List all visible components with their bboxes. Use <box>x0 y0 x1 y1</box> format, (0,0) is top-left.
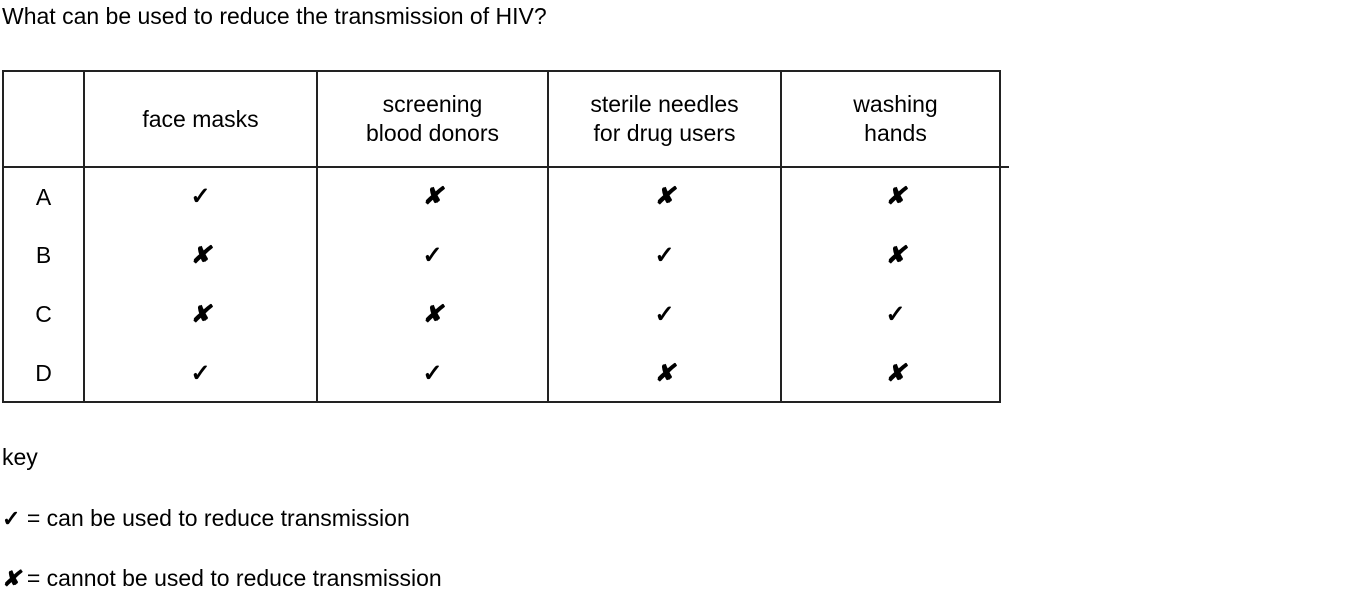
tick-icon: ✓ <box>2 506 21 531</box>
tick-icon: ✓ <box>422 241 443 269</box>
column-header-face-masks: face masks <box>84 72 318 168</box>
row-label-d: D <box>4 344 85 403</box>
table-body: A ✓ ✘ ✘ ✘ B ✘ ✓ ✓ ✘ C ✘ ✘ ✓ ✓ D <box>4 167 1009 403</box>
column-header-sterile-needles: sterile needles for drug users <box>548 72 782 168</box>
cell-d-face-masks: ✓ <box>84 344 318 403</box>
cross-icon: ✘ <box>885 183 906 210</box>
cross-icon: ✘ <box>190 241 211 269</box>
cell-d-screening-blood-donors: ✓ <box>317 344 549 403</box>
header-corner-cell <box>4 72 85 168</box>
cross-icon: ✘ <box>885 359 906 387</box>
column-header-line: blood donors <box>366 120 499 146</box>
cell-d-sterile-needles: ✘ <box>548 344 782 403</box>
tick-icon: ✓ <box>422 359 443 387</box>
cell-a-screening-blood-donors: ✘ <box>317 167 549 226</box>
column-header-line: for drug users <box>593 120 736 146</box>
table-row-b[interactable]: B ✘ ✓ ✓ ✘ <box>4 226 1009 285</box>
table-row-a[interactable]: A ✓ ✘ ✘ ✘ <box>4 167 1009 226</box>
tick-icon: ✓ <box>190 359 211 387</box>
key-heading: key <box>2 444 38 470</box>
row-label-b: B <box>4 226 85 285</box>
tick-icon: ✓ <box>654 241 675 269</box>
column-header-line: hands <box>864 120 927 146</box>
cross-icon: ✘ <box>422 300 443 328</box>
cross-icon: ✘ <box>654 183 675 210</box>
column-header-washing-hands: washing hands <box>781 72 1009 168</box>
row-label-a: A <box>4 167 85 226</box>
key-entry-tick-label: = can be used to reduce transmission <box>26 505 410 531</box>
column-header-screening-blood-donors: screening blood donors <box>317 72 549 168</box>
cell-b-screening-blood-donors: ✓ <box>317 226 549 285</box>
column-header-line: face masks <box>142 105 259 132</box>
table-row-d[interactable]: D ✓ ✓ ✘ ✘ <box>4 344 1009 403</box>
key-entry-cross: ✘ = cannot be used to reduce transmissio… <box>2 564 442 593</box>
cell-b-washing-hands: ✘ <box>781 226 1009 285</box>
cell-a-face-masks: ✓ <box>84 167 318 226</box>
cell-b-sterile-needles: ✓ <box>548 226 782 285</box>
options-grid: face masks screening blood donors steril… <box>4 72 1009 403</box>
table-row-c[interactable]: C ✘ ✘ ✓ ✓ <box>4 285 1009 344</box>
tick-icon: ✓ <box>654 300 675 328</box>
cross-icon: ✘ <box>2 566 21 591</box>
cross-icon: ✘ <box>422 183 443 210</box>
cell-b-face-masks: ✘ <box>84 226 318 285</box>
column-header-line: screening <box>382 91 483 117</box>
key-entry-cross-label: = cannot be used to reduce transmission <box>26 565 442 591</box>
table-header: face masks screening blood donors steril… <box>4 72 1009 168</box>
cross-icon: ✘ <box>654 359 675 387</box>
answer-options-table: face masks screening blood donors steril… <box>2 70 1009 403</box>
column-header-line: sterile needles <box>590 91 739 117</box>
cross-icon: ✘ <box>190 300 211 328</box>
header-row: face masks screening blood donors steril… <box>4 72 1009 168</box>
cell-a-washing-hands: ✘ <box>781 167 1009 226</box>
column-header-line: washing <box>853 91 938 117</box>
key-entry-tick: ✓ = can be used to reduce transmission <box>2 504 410 533</box>
cell-c-sterile-needles: ✓ <box>548 285 782 344</box>
cross-icon: ✘ <box>885 241 906 269</box>
cell-c-screening-blood-donors: ✘ <box>317 285 549 344</box>
row-label-c: C <box>4 285 85 344</box>
question-text: What can be used to reduce the transmiss… <box>2 3 547 29</box>
tick-icon: ✓ <box>190 183 211 210</box>
cell-d-washing-hands: ✘ <box>781 344 1009 403</box>
cell-c-washing-hands: ✓ <box>781 285 1009 344</box>
cell-c-face-masks: ✘ <box>84 285 318 344</box>
tick-icon: ✓ <box>885 300 906 328</box>
cell-a-sterile-needles: ✘ <box>548 167 782 226</box>
